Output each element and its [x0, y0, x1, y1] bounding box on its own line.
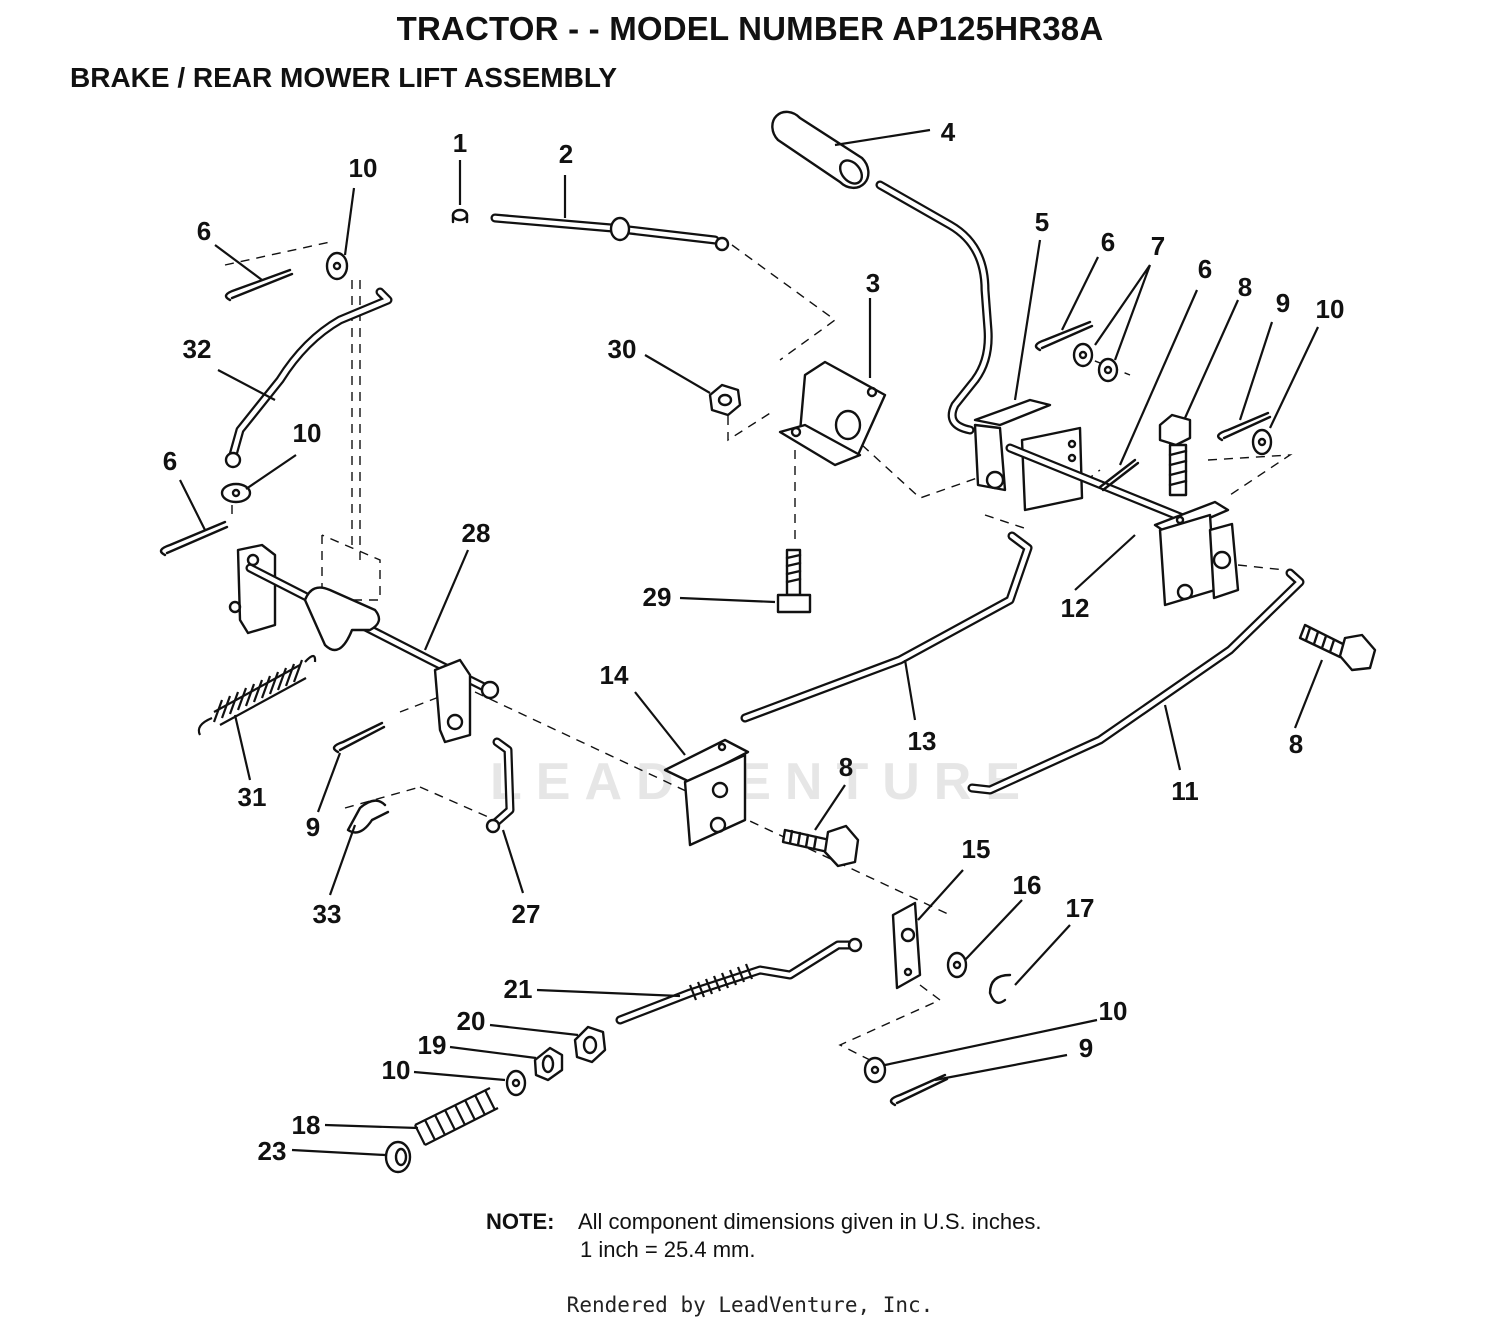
part-18-spring: [414, 1087, 499, 1146]
part-20-nut: [573, 1025, 607, 1064]
part-5-lift-handle: [875, 180, 1084, 512]
part-32-link-rod: [224, 287, 393, 469]
callout-20: 20: [457, 1006, 486, 1036]
callout-18: 18: [292, 1110, 321, 1140]
part-19-nut: [533, 1046, 564, 1082]
part-1-nut: [451, 208, 469, 224]
callout-13: 13: [908, 726, 937, 756]
callout-10-lower-left: 10: [382, 1055, 411, 1085]
callout-6-left: 6: [163, 446, 177, 476]
part-7-washers: [1072, 342, 1119, 383]
callout-32: 32: [183, 334, 212, 364]
callout-10-lower-right: 10: [1099, 996, 1128, 1026]
callout-23: 23: [258, 1136, 287, 1166]
callout-8-center: 8: [839, 752, 853, 782]
part-8-bolt-center: [781, 824, 860, 868]
part-17-e-clip: [988, 973, 1012, 1004]
part-4-handle-grip: [771, 110, 870, 190]
callout-8-right: 8: [1289, 729, 1303, 759]
callout-7: 7: [1151, 231, 1165, 261]
page-title: TRACTOR - - MODEL NUMBER AP125HR38A: [396, 10, 1104, 47]
part-15-plate: [891, 901, 922, 990]
callout-8-upper: 8: [1238, 272, 1252, 302]
part-16-washer: [946, 951, 968, 979]
watermark-text: LEADVENTURE: [490, 753, 1035, 811]
callout-27: 27: [512, 899, 541, 929]
part-27-link: [485, 737, 515, 834]
part-8-bolt-right: [1298, 623, 1377, 672]
part-21-threaded-rod: [615, 937, 863, 1025]
callout-10-upper-right: 10: [1316, 294, 1345, 324]
callout-10-left: 10: [293, 418, 322, 448]
part-13-rod: [740, 531, 1033, 723]
callout-6-upper-left: 6: [197, 216, 211, 246]
assembly-guide-lines: [224, 241, 1293, 1061]
callout-6-upper: 6: [1101, 227, 1115, 257]
callout-2: 2: [559, 139, 573, 169]
part-23-bushing: [384, 1140, 412, 1174]
callout-10-upper-left: 10: [349, 153, 378, 183]
leader-lines: [179, 128, 1324, 1157]
assembly-subtitle: BRAKE / REAR MOWER LIFT ASSEMBLY: [70, 62, 618, 93]
note-line-2: 1 inch = 25.4 mm.: [580, 1237, 756, 1262]
callout-33: 33: [313, 899, 342, 929]
callout-21: 21: [504, 974, 533, 1004]
part-11-rod: [967, 568, 1305, 795]
part-8-bolt-upper: [1158, 413, 1192, 497]
dimension-note: NOTE: All component dimensions given in U…: [486, 1208, 1041, 1264]
callout-9-upper: 9: [1276, 288, 1290, 318]
callout-6-right: 6: [1198, 254, 1212, 284]
part-28-brake-shaft: [228, 543, 500, 744]
callout-28: 28: [462, 518, 491, 548]
callout-3: 3: [866, 268, 880, 298]
callout-14: 14: [600, 660, 629, 690]
callout-16: 16: [1013, 870, 1042, 900]
callout-9-left: 9: [306, 812, 320, 842]
callout-15: 15: [962, 834, 991, 864]
callout-5: 5: [1035, 207, 1049, 237]
washers-10: [220, 251, 1273, 1097]
part-3-bracket: [778, 360, 887, 467]
footer-credit: Rendered by LeadVenture, Inc.: [566, 1293, 934, 1317]
callout-numbers: 1 2 4 5 6 7 6 8 9 10 3 30 29 10 6 32 10 …: [163, 117, 1345, 1166]
part-29-bolt: [776, 548, 812, 614]
callout-12: 12: [1061, 593, 1090, 623]
callout-19: 19: [418, 1030, 447, 1060]
callout-17: 17: [1066, 893, 1095, 923]
part-12-lift-shaft: [1005, 443, 1240, 607]
part-33-hairpin: [346, 799, 390, 834]
note-label: NOTE:: [486, 1209, 555, 1234]
part-2-brake-rod: [490, 213, 730, 252]
callout-11: 11: [1171, 776, 1199, 806]
part-31-spring: [197, 654, 317, 736]
callout-30: 30: [608, 334, 637, 364]
part-30-nut: [708, 383, 742, 417]
callout-29: 29: [643, 582, 672, 612]
callout-1: 1: [453, 128, 467, 158]
callout-9-lower-right: 9: [1079, 1033, 1093, 1063]
note-line-1: All component dimensions given in U.S. i…: [578, 1209, 1042, 1234]
cotter-pins: [159, 268, 1272, 1107]
callout-31: 31: [238, 782, 267, 812]
part-14-bracket: [663, 738, 750, 847]
callout-4: 4: [941, 117, 956, 147]
